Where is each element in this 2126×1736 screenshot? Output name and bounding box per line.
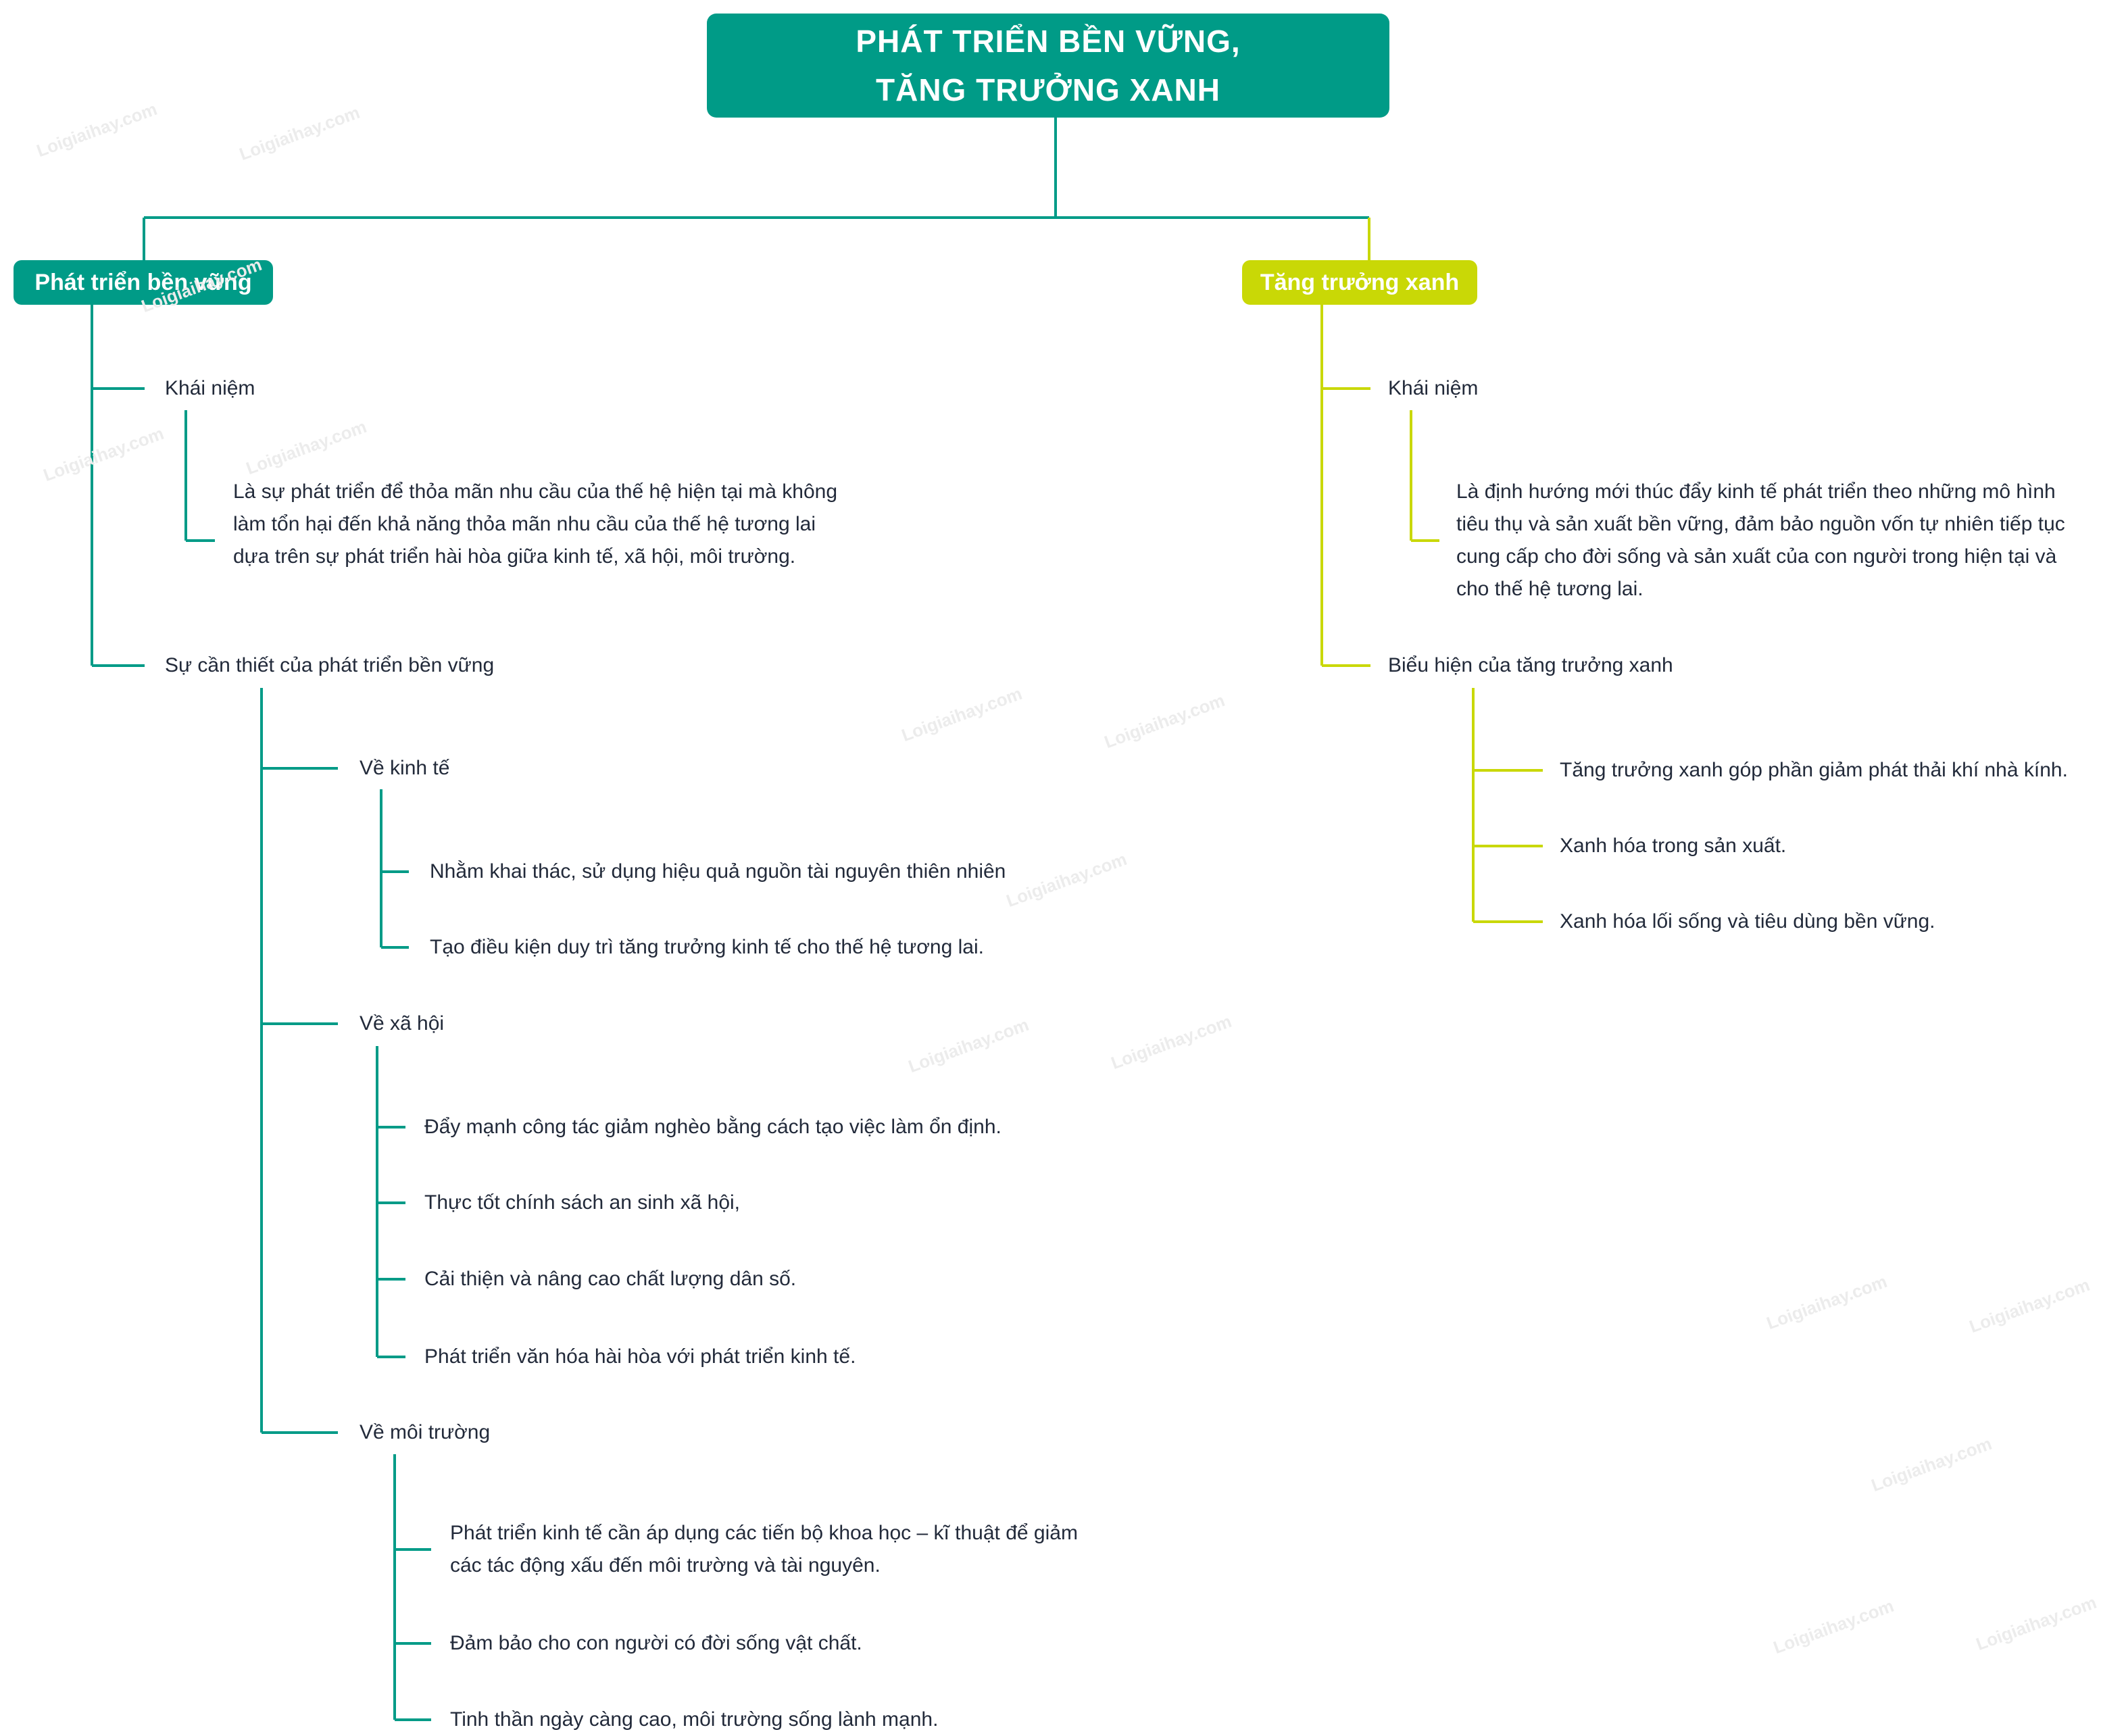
society-label: Về xã hội [360,1012,445,1035]
environment-item-2: Đảm bảo cho con người có đời sống vật ch… [450,1632,862,1654]
left-concept-label: Khái niệm [165,377,255,399]
society-item-4: Phát triển văn hóa hài hòa với phát triể… [424,1345,856,1368]
society-item-2: Thực tốt chính sách an sinh xã hội, [424,1191,741,1214]
economy-label: Về kinh tế [360,757,450,779]
left-necessity-label: Sự cần thiết của phát triển bền vững [165,654,495,676]
branch-sustainable-development: Phát triển bền vững [14,260,273,305]
right-manifest-label: Biểu hiện của tăng trưởng xanh [1388,654,1673,676]
economy-item-1: Nhằm khai thác, sử dụng hiệu quả nguồn t… [430,860,1006,883]
manifest-item-1: Tăng trưởng xanh góp phần giảm phát thải… [1560,759,2068,781]
right-concept-text: Là định hướng mới thúc đẩy kinh tế phát … [1456,480,2065,600]
root-title-line2: TĂNG TRƯỞNG XANH [876,72,1220,107]
environment-item-3: Tinh thần ngày càng cao, môi trường sống… [450,1708,939,1731]
branch-green-growth: Tăng trưởng xanh [1242,260,1477,305]
manifest-item-3: Xanh hóa lối sống và tiêu dùng bền vững. [1560,910,1935,933]
environment-label: Về môi trường [360,1421,491,1443]
manifest-item-2: Xanh hóa trong sản xuất. [1560,835,1787,857]
environment-item-1: Phát triển kinh tế cần áp dụng các tiến … [450,1522,1078,1577]
economy-item-2: Tạo điều kiện duy trì tăng trưởng kinh t… [430,936,984,958]
society-item-1: Đẩy mạnh công tác giảm nghèo bằng cách t… [424,1116,1002,1138]
root-title-line1: PHÁT TRIỂN BỀN VỮNG, [856,24,1241,59]
right-concept-label: Khái niệm [1388,377,1479,399]
root-title-box: PHÁT TRIỂN BỀN VỮNG, TĂNG TRƯỞNG XANH [707,14,1389,118]
society-item-3: Cải thiện và nâng cao chất lượng dân số. [424,1268,797,1290]
left-concept-text: Là sự phát triển để thỏa mãn nhu cầu của… [233,480,838,568]
